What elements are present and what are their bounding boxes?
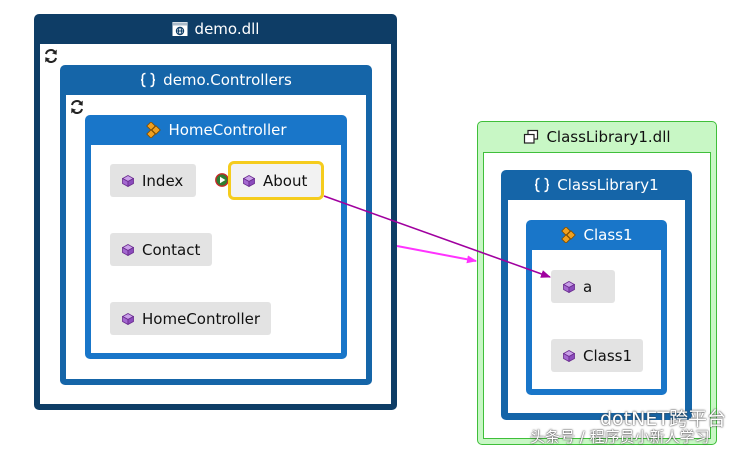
namespace-icon (535, 177, 550, 193)
class-title: HomeController (168, 121, 287, 139)
member-homecontroller[interactable]: HomeController (110, 302, 271, 335)
navigate-icon[interactable] (215, 173, 229, 187)
member-label: About (263, 171, 308, 190)
refresh-icon[interactable] (43, 48, 59, 64)
demo-dll-header[interactable]: demo.dll (34, 14, 397, 44)
classlibrary1-dll-header[interactable]: ClassLibrary1.dll (478, 122, 716, 152)
class-icon (146, 122, 162, 138)
member-cube-icon (243, 174, 255, 187)
demo-dll-title: demo.dll (194, 20, 260, 38)
member-label: HomeController (142, 309, 261, 328)
member-label: Contact (142, 240, 201, 259)
namespace-header[interactable]: demo.Controllers (60, 65, 372, 95)
member-cube-icon (122, 174, 134, 187)
member-cube-icon (563, 349, 575, 362)
namespace-header[interactable]: ClassLibrary1 (501, 170, 692, 200)
member-about[interactable]: About (228, 161, 324, 200)
class-icon (561, 227, 577, 243)
assembly-icon (172, 22, 188, 36)
member-label: Index (142, 171, 184, 190)
member-class1[interactable]: Class1 (551, 339, 643, 372)
namespace-title: ClassLibrary1 (557, 176, 659, 194)
member-label: a (583, 277, 593, 296)
class-header[interactable]: Class1 (526, 220, 667, 250)
member-cube-icon (122, 243, 134, 256)
namespace-title: demo.Controllers (163, 71, 292, 89)
classlibrary1-dll-title: ClassLibrary1.dll (546, 128, 671, 146)
external-assembly-icon (524, 129, 539, 144)
class-title: Class1 (583, 226, 633, 244)
member-a[interactable]: a (551, 270, 615, 303)
member-cube-icon (122, 312, 134, 325)
member-label: Class1 (583, 346, 633, 365)
member-contact[interactable]: Contact (110, 233, 212, 266)
member-cube-icon (563, 280, 575, 293)
class-header[interactable]: HomeController (85, 115, 347, 145)
watermark-line2: 头条号 / 程序员小新人学习 (530, 428, 710, 446)
refresh-icon[interactable] (69, 99, 85, 115)
watermark-line1: dotNET跨平台 (600, 408, 726, 430)
namespace-icon (141, 72, 156, 88)
member-index[interactable]: Index (110, 164, 196, 197)
assembly-dependency-arrow[interactable] (396, 245, 477, 264)
